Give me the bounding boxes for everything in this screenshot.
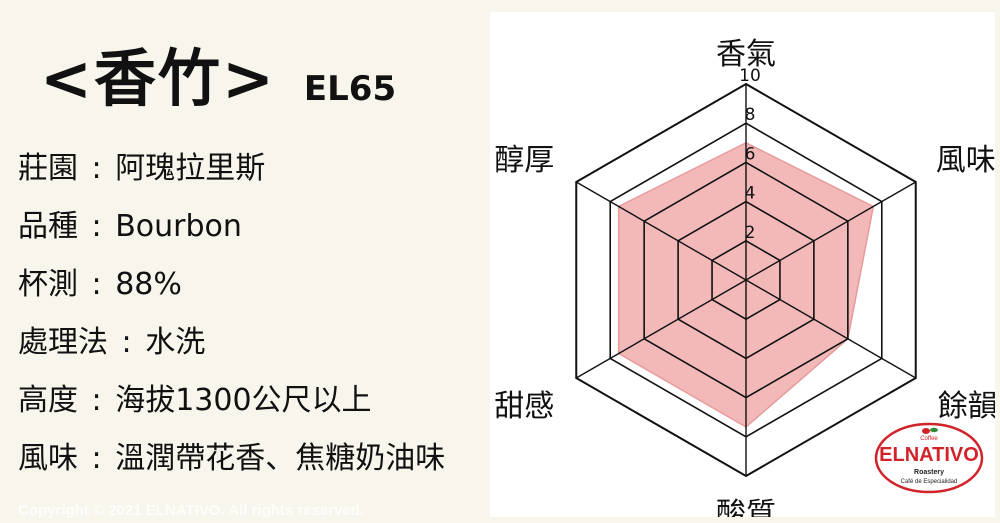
logo-ring <box>874 422 984 494</box>
info-row-variety: 品種 : Bourbon <box>18 198 445 256</box>
tick-label: 8 <box>745 105 756 125</box>
info-row-estate: 莊園 : 阿瑰拉里斯 <box>18 140 445 198</box>
info-separator: : <box>91 441 102 476</box>
axis-label: 醇厚 <box>494 143 554 178</box>
info-value: Bourbon <box>115 209 242 244</box>
info-row-process: 處理法 : 水洗 <box>18 314 445 372</box>
axis-spoke <box>745 181 917 281</box>
elnativo-logo: Coffee ELNATIVO Roastery Café de Especia… <box>874 422 984 494</box>
info-separator: : <box>121 325 132 360</box>
info-label: 處理法 <box>18 325 108 360</box>
info-label: 杯測 <box>18 267 78 302</box>
info-value: 海拔1300公尺以上 <box>115 383 372 418</box>
info-row-cupping: 杯測 : 88% <box>18 256 445 314</box>
info-value: 阿瑰拉里斯 <box>115 151 266 186</box>
info-row-flavor: 風味 : 溫潤帶花香、焦糖奶油味 <box>18 430 445 488</box>
product-title: <香竹> <box>40 42 276 115</box>
axis-label: 風味 <box>936 143 995 178</box>
logo-small-text: Coffee <box>920 436 938 442</box>
axis-spoke <box>575 279 747 379</box>
info-separator: : <box>91 267 102 302</box>
axis-label: 甜感 <box>494 389 554 424</box>
title-row: <香竹> EL65 <box>40 28 396 118</box>
axis-label: 餘韻 <box>938 389 995 424</box>
tick-label: 2 <box>745 223 756 243</box>
info-label: 高度 <box>18 383 78 418</box>
copyright-text: Copyright © 2021 ELNATIVO. All rights re… <box>18 502 365 519</box>
info-separator: : <box>91 209 102 244</box>
info-separator: : <box>91 383 102 418</box>
info-separator: : <box>91 151 102 186</box>
tick-label: 4 <box>745 184 756 204</box>
logo-bean-icon <box>922 428 930 434</box>
tick-label: 6 <box>745 144 756 164</box>
info-value: 溫潤帶花香、焦糖奶油味 <box>115 441 446 476</box>
info-label: 風味 <box>18 441 78 476</box>
logo-line2-text: Café de Especialidad <box>901 479 958 485</box>
info-value: 水洗 <box>145 325 206 360</box>
info-row-altitude: 高度 : 海拔1300公尺以上 <box>18 372 445 430</box>
info-label: 莊園 <box>18 151 78 186</box>
info-value: 88% <box>115 267 182 302</box>
tick-label: 10 <box>739 66 761 86</box>
logo-brand-text: ELNATIVO <box>879 444 979 466</box>
axis-label: 酸質 <box>716 497 776 517</box>
axis-spoke <box>575 181 747 281</box>
product-code: EL65 <box>303 69 397 109</box>
logo-line1-text: Roastery <box>914 469 944 476</box>
info-list: 莊園 : 阿瑰拉里斯 品種 : Bourbon 杯測 : 88% 處理法 : 水… <box>18 140 445 488</box>
logo-leaf-icon <box>930 427 938 433</box>
axis-spoke <box>745 279 917 379</box>
axis-label: 香氣 <box>716 37 776 72</box>
info-label: 品種 <box>18 209 78 244</box>
